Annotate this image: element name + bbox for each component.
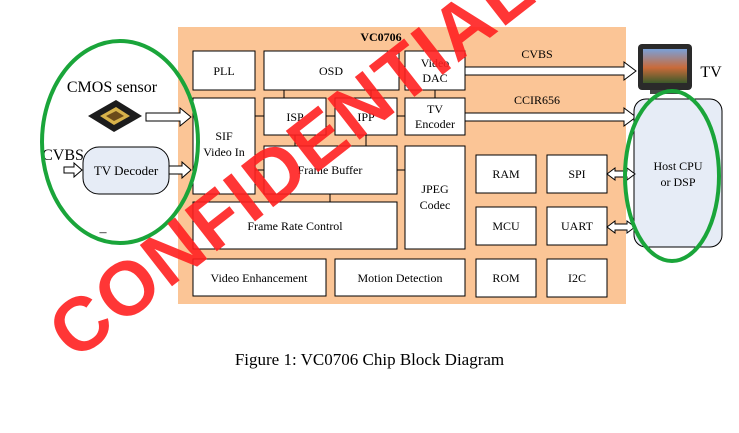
cmos-to-sif-arrow [145, 106, 192, 128]
tv-decoder-label: TV Decoder [94, 163, 159, 178]
spi-label: SPI [568, 167, 585, 181]
tv-encoder-label-2: Encoder [415, 117, 455, 131]
rom-block [475, 258, 537, 298]
ipp-label: IPP [357, 110, 375, 124]
tv-label: TV [700, 64, 722, 81]
isp-block [263, 97, 327, 136]
motion-detection-label: Motion Detection [358, 271, 443, 285]
ram-label: RAM [492, 167, 520, 181]
ccir656-arrow [464, 107, 637, 127]
video-dac-label-2: DAC [422, 71, 447, 85]
video-enhancement-block [192, 258, 327, 297]
jpeg-label-2: Codec [420, 198, 451, 212]
uart-block [546, 206, 608, 246]
decoder-to-sif-arrow [168, 160, 192, 180]
cvbs-in-arrow [63, 161, 83, 179]
jpeg-codec-block [404, 145, 466, 250]
cvbs-out-label: CVBS [521, 47, 552, 61]
video-dac-label-1: Video [421, 56, 450, 70]
spi-block [546, 154, 608, 194]
ram-block [475, 154, 537, 194]
spi-host-arrow [606, 167, 636, 181]
pll-block [192, 50, 256, 91]
chip-title: VC0706 [360, 30, 401, 44]
host-label-2: or DSP [660, 175, 695, 189]
i2c-block [546, 258, 608, 298]
osd-label: OSD [319, 64, 343, 78]
frame-buffer-block [263, 145, 398, 195]
mcu-block [475, 206, 537, 246]
right-highlight-ring [623, 89, 721, 263]
jpeg-label-1: JPEG [421, 182, 449, 196]
cvbs-in-label: CVBS [42, 147, 84, 164]
frame-rate-control-block [192, 201, 398, 250]
mcu-label: MCU [492, 219, 520, 233]
rom-label: ROM [492, 271, 520, 285]
figure-caption: Figure 1: VC0706 Chip Block Diagram [234, 350, 505, 369]
host-label-1: Host CPU [653, 159, 702, 173]
cmos-sensor-icon [88, 100, 142, 132]
stray-dash: – [99, 225, 108, 240]
left-highlight-ring [40, 39, 200, 245]
pll-label: PLL [213, 64, 234, 78]
tv-icon [638, 44, 692, 94]
frame-buffer-label: Frame Buffer [298, 163, 363, 177]
internal-connectors [255, 90, 436, 202]
video-enhancement-label: Video Enhancement [211, 271, 309, 285]
sif-label-2: Video In [203, 145, 245, 159]
i2c-label: I2C [568, 271, 586, 285]
motion-detection-block [334, 258, 466, 297]
cvbs-out-arrow [464, 61, 637, 81]
sif-video-in-block [192, 97, 256, 195]
ccir656-label: CCIR656 [514, 93, 560, 107]
isp-label: ISP [286, 110, 304, 124]
osd-block [263, 50, 400, 91]
sif-label-1: SIF [215, 129, 233, 143]
cmos-sensor-label: CMOS sensor [67, 79, 158, 96]
uart-label: UART [561, 219, 594, 233]
frame-rate-control-label: Frame Rate Control [247, 219, 343, 233]
tv-encoder-label-1: TV [427, 102, 443, 116]
